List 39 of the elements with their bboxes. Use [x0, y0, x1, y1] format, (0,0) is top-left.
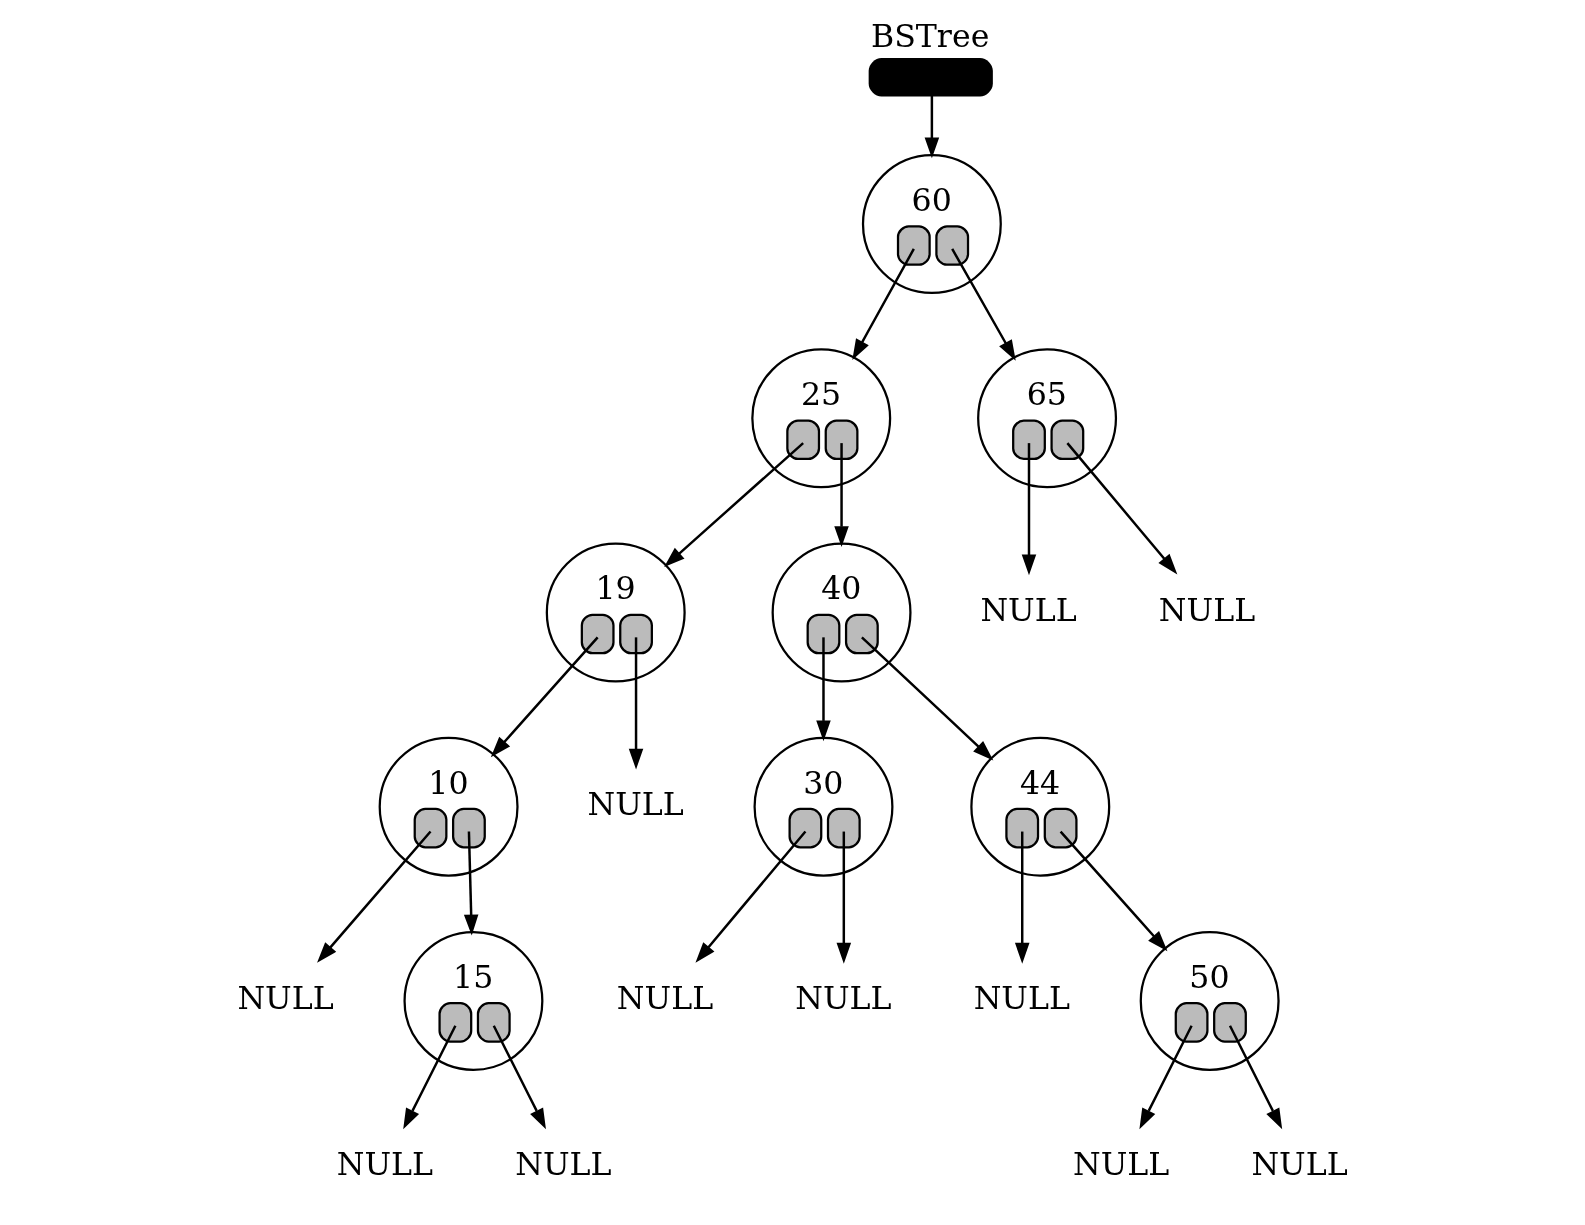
arrow: [663, 442, 804, 568]
node-text: NULL: [973, 980, 1070, 1017]
node-text: NULL: [794, 980, 892, 1017]
arrow: [860, 636, 993, 761]
arrow: [1138, 1025, 1193, 1130]
node-circle: 15: [402, 930, 543, 1071]
node-text: NULL: [1072, 1146, 1169, 1183]
arrow: [316, 830, 431, 963]
arrow: [492, 1025, 546, 1130]
node-circle: 60: [861, 154, 1002, 295]
arrow: [815, 637, 831, 742]
node-text: NULL: [514, 1146, 612, 1183]
arrow: [1059, 830, 1167, 952]
arrow: [490, 636, 599, 758]
node-text: NULL: [236, 980, 334, 1017]
arrow: [836, 831, 851, 964]
node-text: NULL: [979, 591, 1077, 628]
arrow: [1014, 831, 1029, 964]
node-box: [868, 58, 993, 97]
node-circle: 65: [976, 348, 1117, 489]
arrow: [463, 831, 478, 936]
arrow: [851, 248, 915, 360]
node-text: NULL: [1158, 591, 1255, 628]
node-circle: 40: [771, 542, 912, 683]
arrow: [950, 248, 1016, 361]
arrow: [833, 443, 849, 547]
arrow: [402, 1025, 456, 1130]
node-text: NULL: [586, 786, 684, 823]
arrow: [694, 830, 806, 963]
node-label: BSTree: [870, 18, 989, 55]
node-text: NULL: [616, 980, 713, 1017]
node-circle: 25: [750, 348, 891, 489]
arrow: [628, 637, 643, 770]
arrow: [1021, 443, 1036, 576]
node-circle: 30: [753, 736, 893, 877]
node-text: NULL: [336, 1146, 433, 1183]
arrow: [1228, 1025, 1282, 1130]
node-text: NULL: [1250, 1146, 1348, 1183]
arrow: [1065, 442, 1177, 575]
